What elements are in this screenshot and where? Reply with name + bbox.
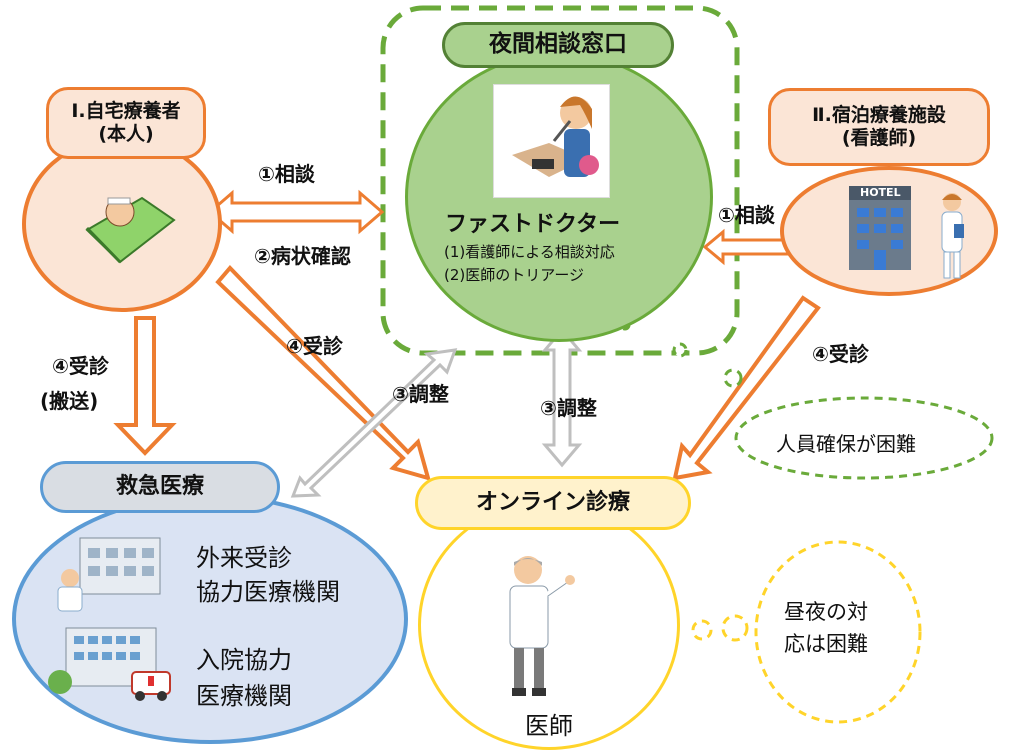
visit-arrow-lodging-online [672,295,821,481]
hotel-icon [849,186,911,270]
outpatient-line1: 外来受診 [196,544,292,572]
doctor-icon [509,556,575,696]
staffing-thought-cloud [619,319,994,480]
home-care-title: Ⅰ.自宅療養者 (本人) [46,87,206,159]
inpatient-line2: 医療機関 [196,682,292,710]
nurse-icon [941,193,964,279]
visit-label-center: ④受診 [286,334,343,358]
consult-arrow-left [207,189,385,235]
visit-label-left-line2: (搬送) [40,389,99,413]
online-title: オンライン診療 [415,476,691,530]
lodging-title-line1: Ⅱ.宿泊療養施設 [812,104,946,127]
emergency-title: 救急医療 [40,461,280,513]
visit-label-left-line1: ④受診 [52,354,109,378]
day-night-thought-cloud [664,540,922,724]
home-care-title-line2: (本人) [98,123,154,145]
hotel-illustration: HOTEL [845,184,915,274]
night-window-title-text: 夜間相談窓口 [489,31,627,58]
lodging-title-line2: (看護師) [841,127,917,149]
night-window-item-2: (2)医師のトリアージ [444,266,585,284]
emergency-title-text: 救急医療 [115,473,204,499]
night-window-title: 夜間相談窓口 [442,22,674,68]
clinic-illustration [52,532,162,612]
consult-label-right: ①相談 [718,203,775,227]
hospital-building-icon [48,627,171,701]
patient-in-bed-illustration [82,180,178,270]
sick-patient-icon [85,196,176,264]
night-window-item-1: (1)看護師による相談対応 [444,243,615,261]
nurse-illustration [934,190,970,282]
adjust-label-center: ③調整 [540,396,597,420]
online-circle [418,500,680,750]
visit-arrow-down [113,316,177,456]
inpatient-line1: 入院協力 [196,646,292,674]
operator-illustration [493,84,610,198]
symptom-check-label: ②病状確認 [254,244,351,268]
doctor-illustration [498,552,578,702]
clinic-building-icon [57,537,161,612]
visit-label-right: ④受診 [812,342,869,366]
staffing-thought-text: 人員確保が困難 [776,432,916,456]
adjust-label-left: ③調整 [392,382,449,406]
consult-label-left: ①相談 [258,162,315,186]
hotel-sign: HOTEL [860,186,901,199]
adjust-arrow-emergency [290,348,458,498]
operator-icon [512,96,599,177]
hospital-illustration [48,624,176,702]
adjust-arrow-online [541,327,583,468]
emergency-circle [12,494,408,744]
fast-doctor-label: ファストドクター [445,212,621,237]
day-night-thought-line1: 昼夜の対 [784,600,868,624]
lodging-title: Ⅱ.宿泊療養施設 (看護師) [768,88,990,166]
doctor-label: 医師 [525,712,573,740]
outpatient-line2: 協力医療機関 [196,578,340,606]
home-care-title-line1: Ⅰ.自宅療養者 [71,100,181,123]
visit-arrow-home-online [215,265,431,481]
day-night-thought-line2: 応は困難 [784,632,868,656]
online-title-text: オンライン診療 [475,489,630,515]
